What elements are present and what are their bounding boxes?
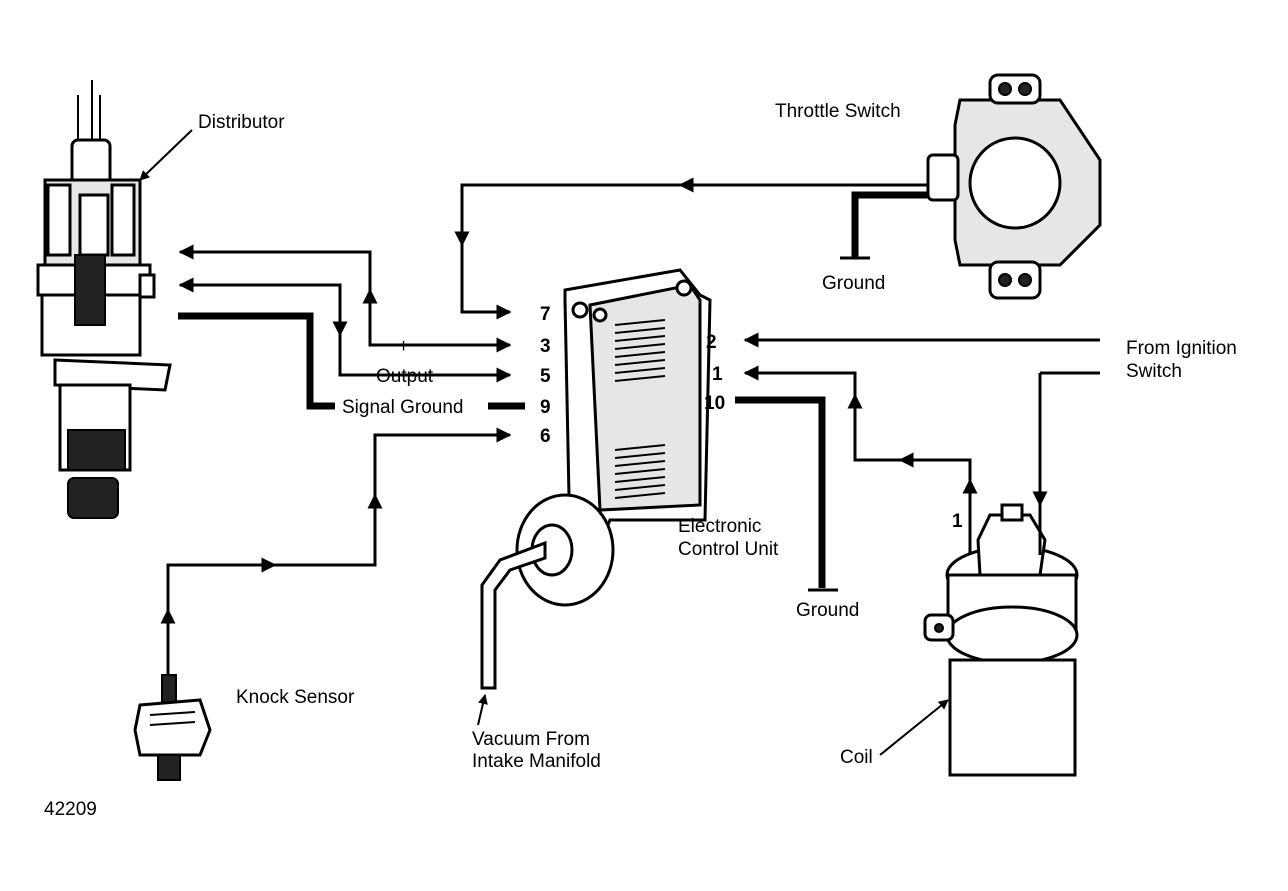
figure-id: 42209 xyxy=(44,799,97,820)
throttle-switch-label: Throttle Switch xyxy=(775,101,901,122)
ecu-label-line2: Control Unit xyxy=(678,539,779,560)
signal-ground-label: Signal Ground xyxy=(342,397,463,418)
ignition-switch-label-line1: From Ignition xyxy=(1126,338,1237,359)
pin-1: 1 xyxy=(712,364,723,385)
ecu-ground-label: Ground xyxy=(796,600,859,621)
throttle-ground-label: Ground xyxy=(822,273,885,294)
distributor xyxy=(36,80,172,519)
output-label: Output xyxy=(376,366,434,387)
ecu-label-line1: Electronic xyxy=(678,516,761,537)
pin-10: 10 xyxy=(704,393,725,414)
pin-9: 9 xyxy=(540,397,551,418)
wiring xyxy=(139,129,1100,756)
pin-5: 5 xyxy=(540,366,551,387)
electronic-control-unit xyxy=(480,268,712,690)
ignition-switch-label-line2: Switch xyxy=(1126,361,1182,382)
pin-2: 2 xyxy=(706,332,717,353)
ignition-coil xyxy=(923,503,1079,777)
throttle-switch xyxy=(926,73,1102,300)
pin-3: 3 xyxy=(540,336,551,357)
coil-pin-1: 1 xyxy=(952,511,963,532)
plus-label: + xyxy=(398,336,409,357)
pin-6: 6 xyxy=(540,426,551,447)
knock-sensor xyxy=(133,674,212,781)
vacuum-label-line2: Intake Manifold xyxy=(472,751,601,772)
coil-label: Coil xyxy=(840,747,873,768)
distributor-label: Distributor xyxy=(198,112,285,133)
vacuum-label-line1: Vacuum From xyxy=(472,729,590,750)
ecu-vents xyxy=(614,319,666,499)
pin-7: 7 xyxy=(540,304,551,325)
knock-sensor-label: Knock Sensor xyxy=(236,687,355,708)
